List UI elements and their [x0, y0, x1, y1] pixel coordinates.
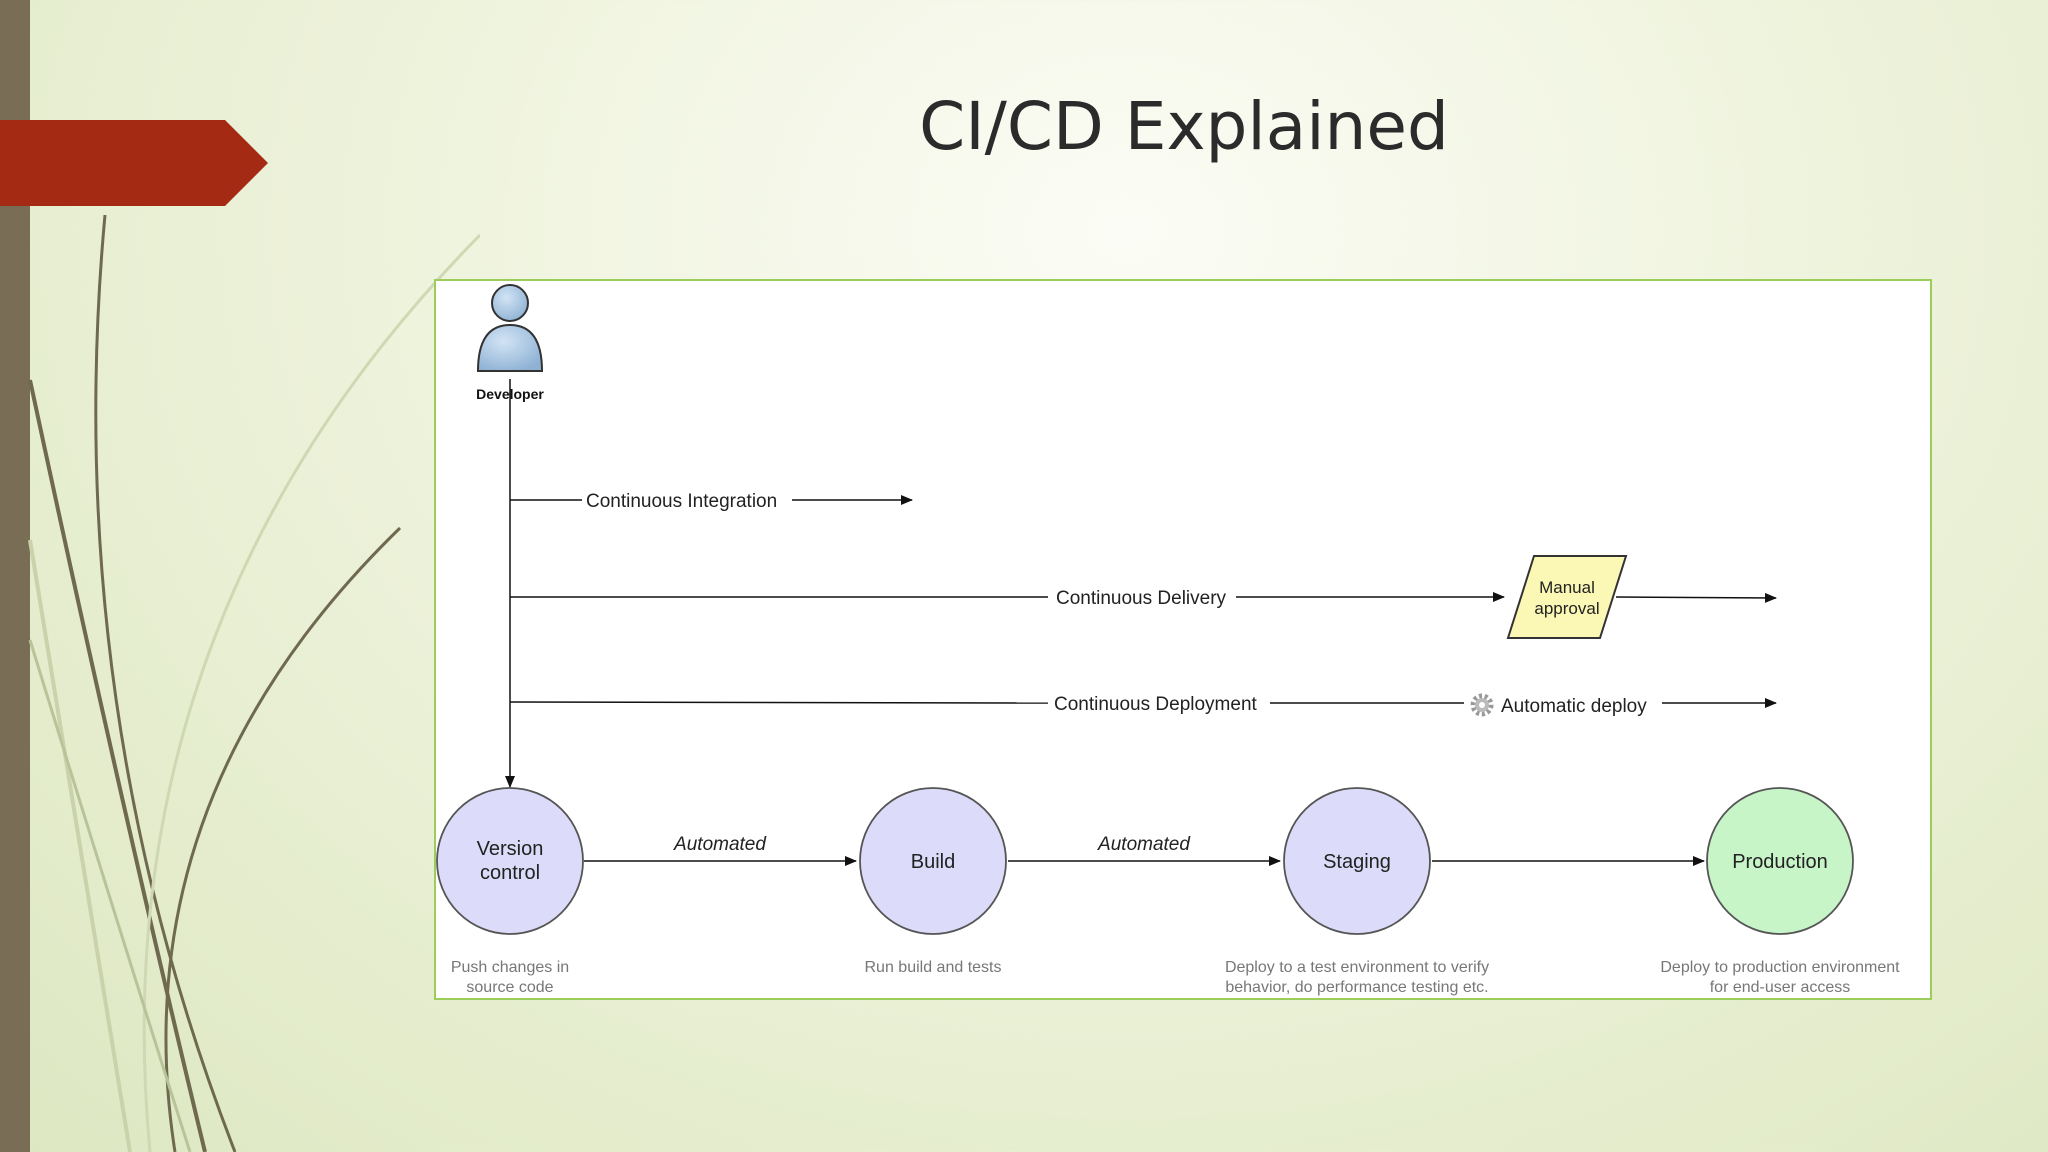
stage-description-line: Run build and tests	[865, 959, 1002, 976]
edge-label-automated-1: Automated	[673, 834, 767, 855]
stage-description-line: for end-user access	[1710, 979, 1851, 996]
manual-approval-box: Manual approval	[1506, 555, 1628, 639]
stage-description-line: source code	[466, 979, 553, 996]
stage-label-line: Production	[1732, 851, 1828, 873]
deployment-label: Continuous Deployment	[1054, 694, 1258, 715]
title-ribbon-arrow	[0, 120, 268, 206]
deployment-line-left	[509, 701, 1049, 704]
edge-label-automated-2: Automated	[1097, 834, 1191, 855]
decorative-swooshes	[28, 214, 480, 1152]
manual-approval-line-1: Manual	[1539, 578, 1595, 597]
stage-version-control: Version control Push changes in source c…	[436, 787, 584, 996]
stage-label-line: Version	[477, 838, 544, 860]
developer-person-icon	[476, 284, 544, 372]
delivery-arrow-to-production	[1615, 592, 1777, 603]
stage-label-line: Build	[911, 851, 955, 873]
stage-build: Build Run build and tests	[859, 787, 1007, 976]
stage-label-line: Staging	[1323, 851, 1391, 873]
manual-approval-line-2: approval	[1534, 599, 1599, 618]
ci-label: Continuous Integration	[586, 491, 777, 512]
stage-description-line: Deploy to production environment	[1660, 959, 1900, 976]
gear-icon	[1470, 693, 1494, 717]
stage-description-line: Push changes in	[451, 959, 569, 976]
automatic-deploy-label: Automatic deploy	[1501, 696, 1647, 717]
delivery-label: Continuous Delivery	[1056, 588, 1227, 609]
stage-label-line: control	[480, 862, 540, 884]
stage-description-line: behavior, do performance testing etc.	[1225, 979, 1488, 996]
cicd-diagram: Developer Continuous Integration Continu…	[434, 279, 1932, 1000]
slide-title: CI/CD Explained	[919, 88, 1449, 165]
stage-production: Production Deploy to production environm…	[1660, 787, 1900, 996]
stage-staging: Staging Deploy to a test environment to …	[1225, 787, 1489, 996]
stage-description-line: Deploy to a test environment to verify	[1225, 959, 1489, 976]
